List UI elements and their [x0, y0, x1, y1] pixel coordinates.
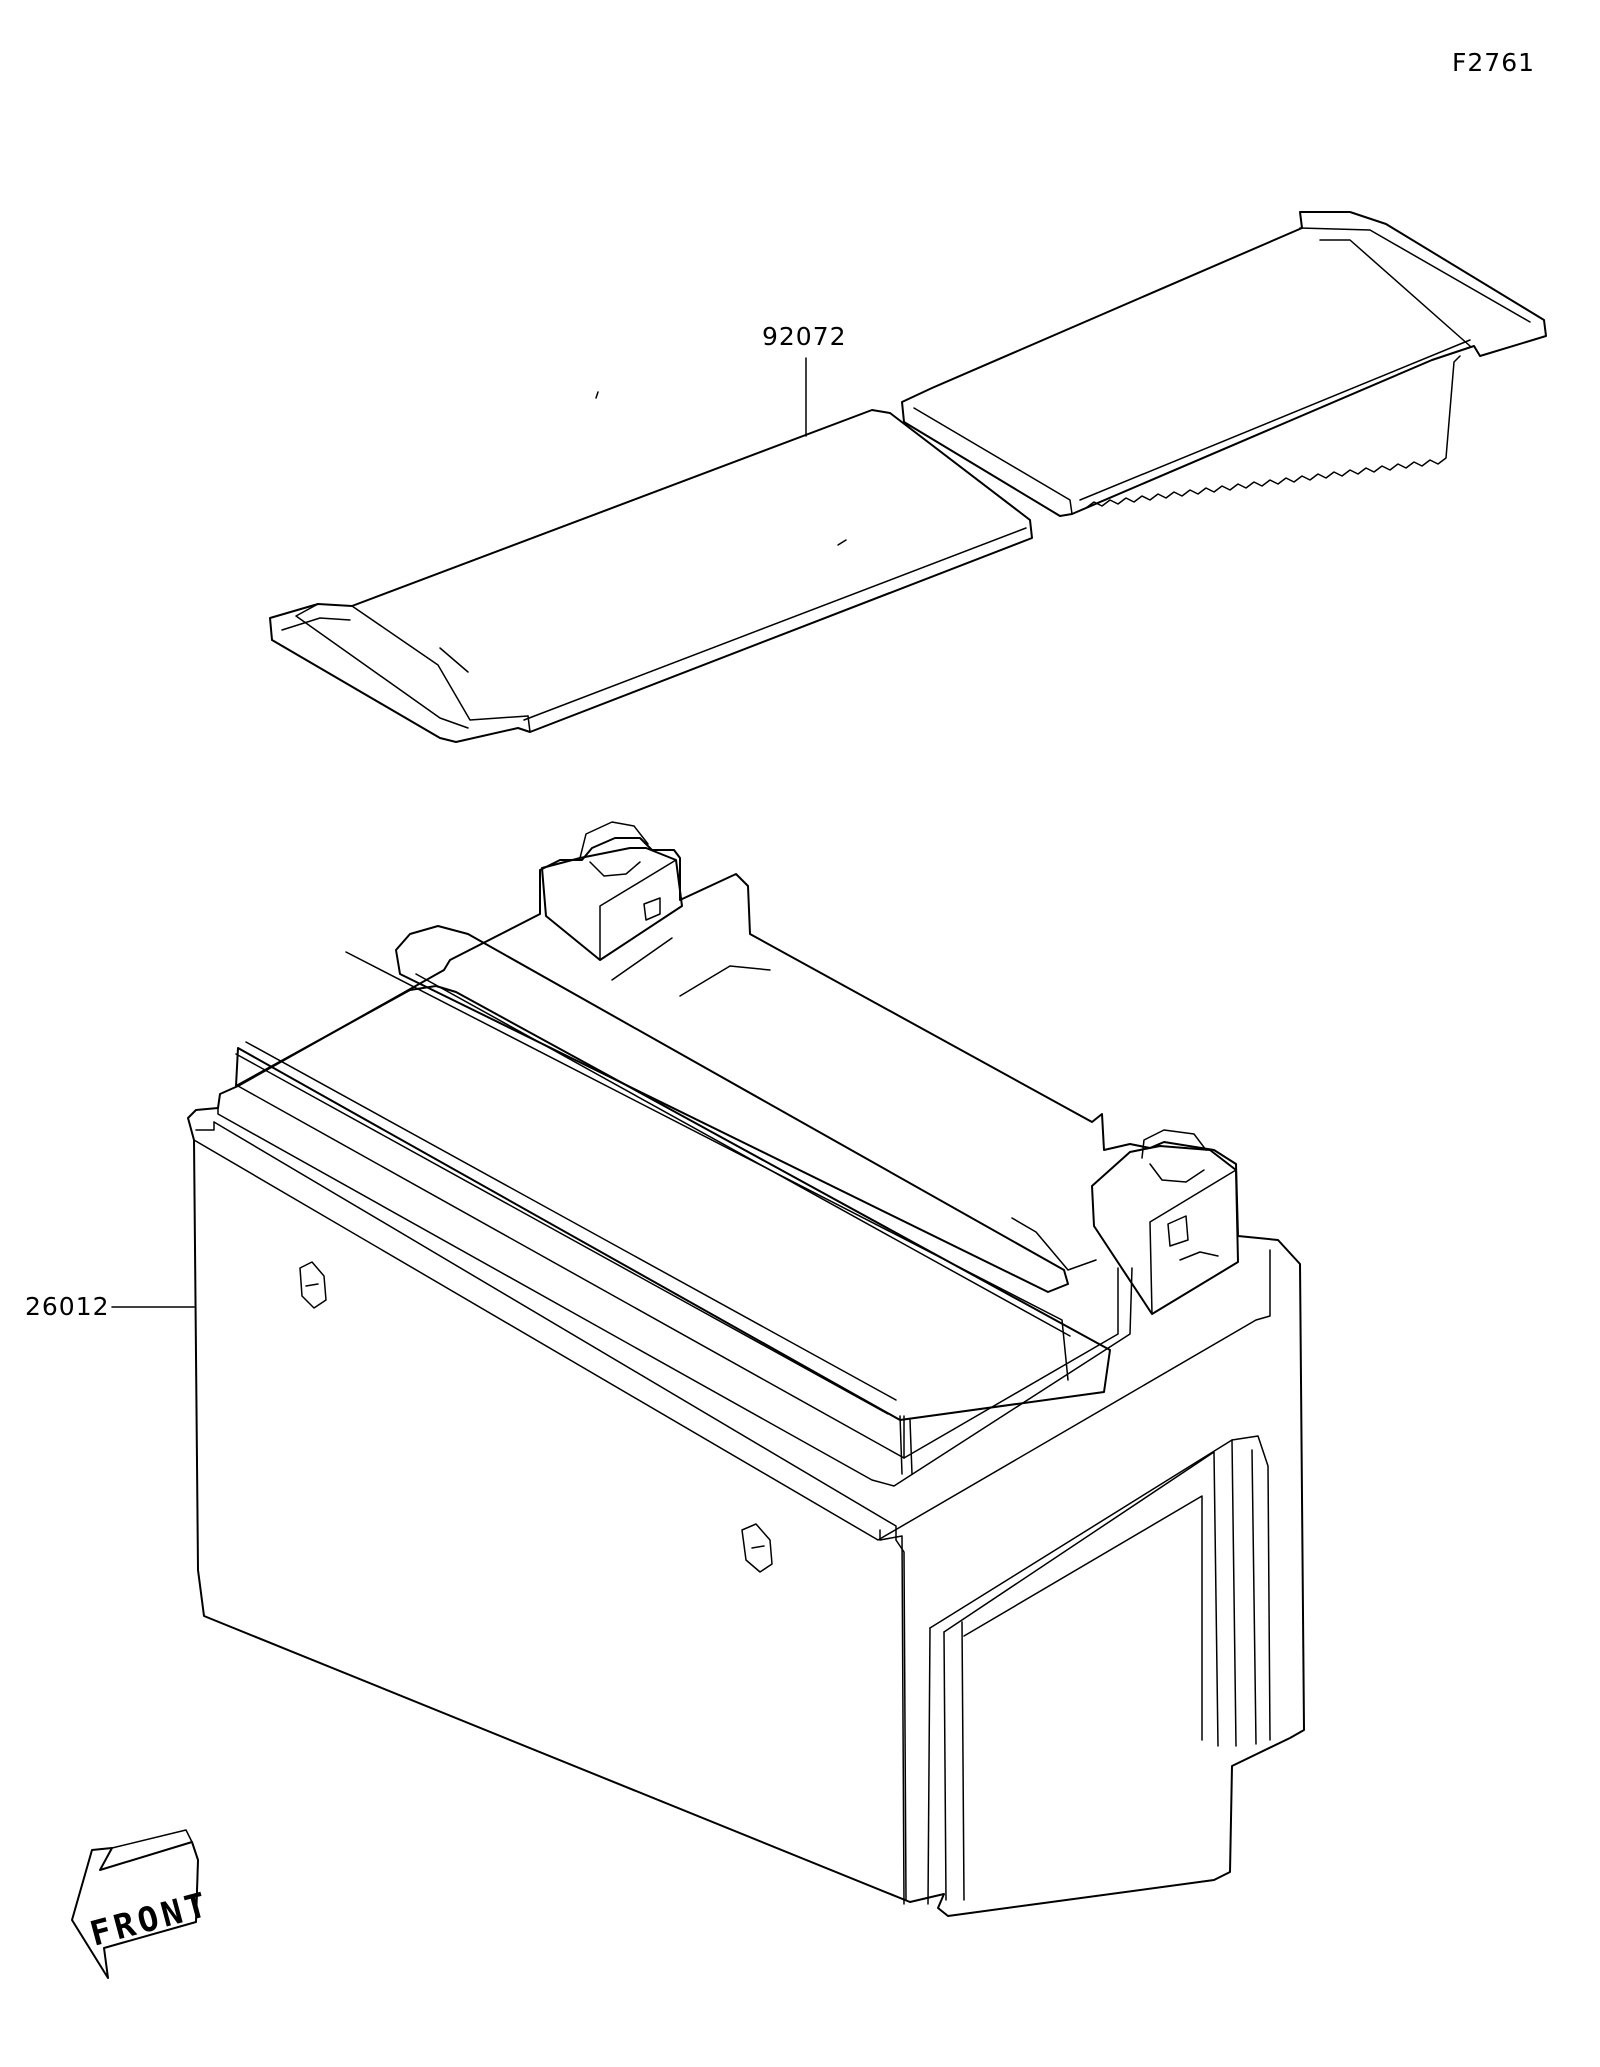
front-arrow-icon: FRONT	[71, 1829, 215, 1979]
pad-part-92072	[269, 211, 1547, 743]
part-number-26012: 26012	[25, 1292, 110, 1321]
figure-code: F2761	[1452, 48, 1536, 77]
front-label: FRONT	[86, 1884, 215, 1954]
part-number-92072: 92072	[762, 322, 847, 351]
battery-part-26012	[187, 821, 1305, 1917]
